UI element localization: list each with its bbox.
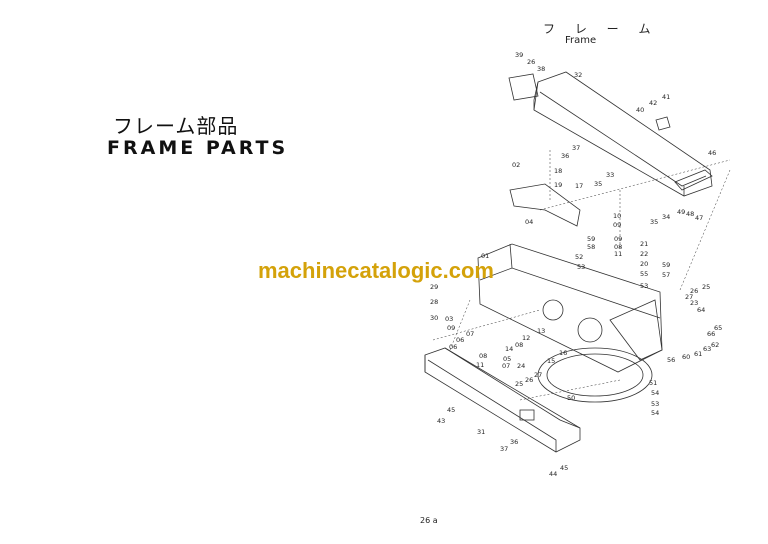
callout: 39 — [515, 51, 524, 59]
callout: 08 — [614, 243, 623, 251]
callout: 30 — [430, 314, 439, 322]
callout: 45 — [560, 464, 569, 472]
callout: 46 — [708, 149, 717, 157]
callout: 53 — [651, 400, 660, 408]
callout: 60 — [682, 353, 691, 361]
callout: 32 — [574, 71, 583, 79]
diagram-title-english: Frame — [565, 35, 597, 46]
side-cover-drawing — [509, 183, 581, 227]
callout: 25 — [515, 380, 524, 388]
callout: 20 — [640, 260, 649, 268]
callout: 65 — [714, 324, 723, 332]
callout: 25 — [702, 283, 711, 291]
callout: 49 — [677, 208, 686, 216]
callout: 47 — [695, 214, 704, 222]
callout: 59 — [587, 235, 596, 243]
callout: 51 — [649, 379, 658, 387]
callout: 53 — [640, 282, 649, 290]
callout: 35 — [650, 218, 659, 226]
page-title-japanese: フレーム部品 — [113, 114, 239, 138]
callout: 09 — [613, 221, 622, 229]
callout: 24 — [517, 362, 526, 370]
callout: 29 — [430, 283, 439, 291]
callout: 16 — [559, 349, 568, 357]
page-number: 26 a — [420, 516, 438, 525]
watermark-text: machinecatalogic.com — [258, 258, 494, 283]
callout: 11 — [614, 250, 623, 258]
callout: 06 — [449, 343, 458, 351]
callout: 23 — [690, 299, 699, 307]
callout: 55 — [640, 270, 649, 278]
callout: 01 — [481, 252, 490, 260]
callout: 63 — [703, 345, 712, 353]
callout: 06 — [456, 336, 465, 344]
callout: 08 — [479, 352, 488, 360]
callout: 17 — [575, 182, 584, 190]
callout: 37 — [500, 445, 509, 453]
callout: 11 — [476, 361, 485, 369]
callout: 54 — [651, 409, 660, 417]
callout: 61 — [694, 350, 703, 358]
callout: 58 — [587, 243, 596, 251]
slewing-ring-drawing — [537, 347, 653, 403]
diagram-title-japanese: フ レ ー ム — [543, 22, 659, 36]
callout: 42 — [649, 99, 658, 107]
callout: 37 — [572, 144, 581, 152]
callout: 52 — [575, 253, 584, 261]
callout: 64 — [697, 306, 706, 314]
callout: 54 — [651, 389, 660, 397]
callout: 07 — [502, 362, 511, 370]
main-frame-drawing — [477, 243, 663, 373]
callout: 43 — [437, 417, 446, 425]
callout: 41 — [662, 93, 671, 101]
callout: 08 — [515, 341, 524, 349]
callout: 13 — [537, 327, 546, 335]
callout: 59 — [662, 261, 671, 269]
callout: 09 — [614, 235, 623, 243]
lower-frame-drawing — [424, 347, 581, 453]
callout: 19 — [554, 181, 563, 189]
callout: 27 — [685, 293, 694, 301]
callout: 66 — [707, 330, 716, 338]
callout: 48 — [686, 210, 695, 218]
callout: 15 — [547, 357, 556, 365]
callout: 21 — [640, 240, 649, 248]
callout: 38 — [537, 65, 546, 73]
callout: 57 — [662, 271, 671, 279]
callout: 18 — [554, 167, 563, 175]
callout: 10 — [613, 212, 622, 220]
callout: 02 — [512, 161, 521, 169]
callout: 56 — [667, 356, 676, 364]
callout: 31 — [477, 428, 486, 436]
callout: 22 — [640, 250, 649, 258]
callout: 09 — [447, 324, 456, 332]
callout: 12 — [522, 334, 531, 342]
callout: 26 — [525, 376, 534, 384]
callout: 33 — [606, 171, 615, 179]
callout: 04 — [525, 218, 534, 226]
callout: 40 — [636, 106, 645, 114]
callout: 50 — [567, 394, 576, 402]
callout: 45 — [447, 406, 456, 414]
callout: 35 — [594, 180, 603, 188]
callout: 28 — [430, 298, 439, 306]
callout: 34 — [662, 213, 671, 221]
callout: 36 — [510, 438, 519, 446]
callout: 62 — [711, 341, 720, 349]
callout: 26 — [690, 287, 699, 295]
callout: 07 — [466, 330, 475, 338]
page-title-english: FRAME PARTS — [107, 137, 289, 159]
callout: 44 — [549, 470, 558, 478]
callout: 53 — [577, 263, 586, 271]
upper-frame-drawing — [508, 71, 713, 197]
callout: 36 — [561, 152, 570, 160]
callout: 03 — [445, 315, 454, 323]
callout: 14 — [505, 345, 514, 353]
callout: 05 — [503, 355, 512, 363]
callout: 26 — [527, 58, 536, 66]
callout: 27 — [534, 371, 543, 379]
